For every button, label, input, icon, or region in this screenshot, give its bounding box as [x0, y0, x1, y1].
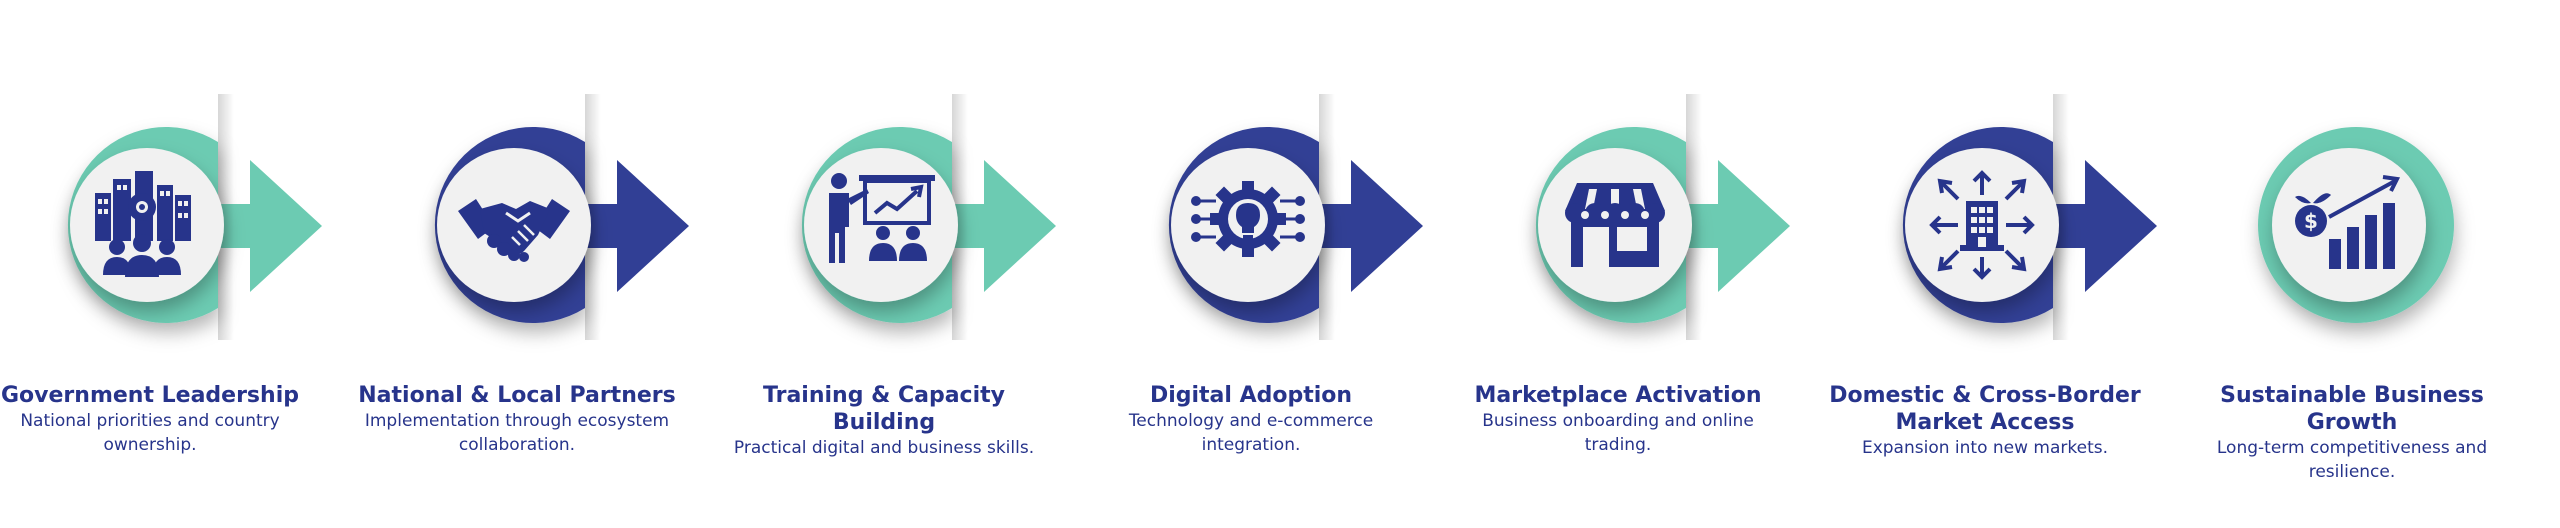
step-text: Government Leadership National prioritie…: [0, 382, 310, 457]
lightbulb-gear-icon: [1188, 165, 1308, 285]
step-sustainable-business-growth: $ Sustainable Business Growth Long-term …: [2202, 0, 2560, 528]
connector-arrow: [952, 160, 1056, 292]
arrow-shadow-strip: [1686, 94, 1702, 340]
arrow-shadow-strip: [218, 94, 234, 340]
arrow-shadow-strip: [1319, 94, 1335, 340]
step-domestic-cross-border-market-access: Domestic & Cross-Border Market Access Ex…: [1829, 0, 2202, 528]
step-title: Training & Capacity Building: [763, 383, 1005, 435]
step-title: Government Leadership: [1, 383, 299, 408]
step-training-capacity-building: Training & Capacity Building Practical d…: [734, 0, 1101, 528]
svg-text:$: $: [2304, 209, 2318, 233]
connector-arrow: [1319, 160, 1423, 292]
step-government-leadership: Government Leadership National prioritie…: [0, 0, 367, 528]
step-description: Practical digital and business skills.: [733, 438, 1035, 458]
step-description: Expansion into new markets.: [1861, 438, 2109, 458]
step-text: Marketplace Activation Business onboardi…: [1458, 382, 1778, 457]
step-text: Training & Capacity Building Practical d…: [724, 382, 1044, 460]
step-description: Technology and e-commerce integration.: [1128, 411, 1374, 455]
step-text: National & Local Partners Implementation…: [357, 382, 677, 457]
step-title: Marketplace Activation: [1474, 383, 1762, 408]
connector-arrow: [585, 160, 689, 292]
step-text: Digital Adoption Technology and e-commer…: [1091, 382, 1411, 457]
step-title: Digital Adoption: [1149, 383, 1353, 408]
connector-arrow: [1686, 160, 1790, 292]
arrow-shadow-strip: [2053, 94, 2069, 340]
training-presentation-icon: [821, 165, 941, 285]
step-title: National & Local Partners: [358, 383, 676, 408]
growth-chart-icon: $: [2289, 165, 2409, 285]
step-text: Sustainable Business Growth Long-term co…: [2192, 382, 2512, 484]
step-text: Domestic & Cross-Border Market Access Ex…: [1825, 382, 2145, 460]
step-title: Domestic & Cross-Border Market Access: [1829, 383, 2141, 435]
arrow-shadow-strip: [585, 94, 601, 340]
step-description: Business onboarding and online trading.: [1482, 411, 1754, 455]
connector-arrow: [2053, 160, 2157, 292]
step-description: National priorities and country ownershi…: [20, 411, 280, 455]
handshake-icon: [454, 165, 574, 285]
market-expansion-icon: [1922, 165, 2042, 285]
step-description: Implementation through ecosystem collabo…: [364, 411, 670, 455]
step-node: [434, 94, 689, 340]
step-title: Sustainable Business Growth: [2220, 383, 2484, 435]
step-digital-adoption: Digital Adoption Technology and e-commer…: [1101, 0, 1468, 528]
government-leadership-icon: [87, 165, 207, 285]
arrow-shadow-strip: [952, 94, 968, 340]
step-national-local-partners: National & Local Partners Implementation…: [358, 0, 734, 528]
connector-arrow: [218, 160, 322, 292]
step-marketplace-activation: Marketplace Activation Business onboardi…: [1468, 0, 1835, 528]
step-description: Long-term competitiveness and resilience…: [2216, 438, 2488, 482]
storefront-icon: [1555, 165, 1675, 285]
